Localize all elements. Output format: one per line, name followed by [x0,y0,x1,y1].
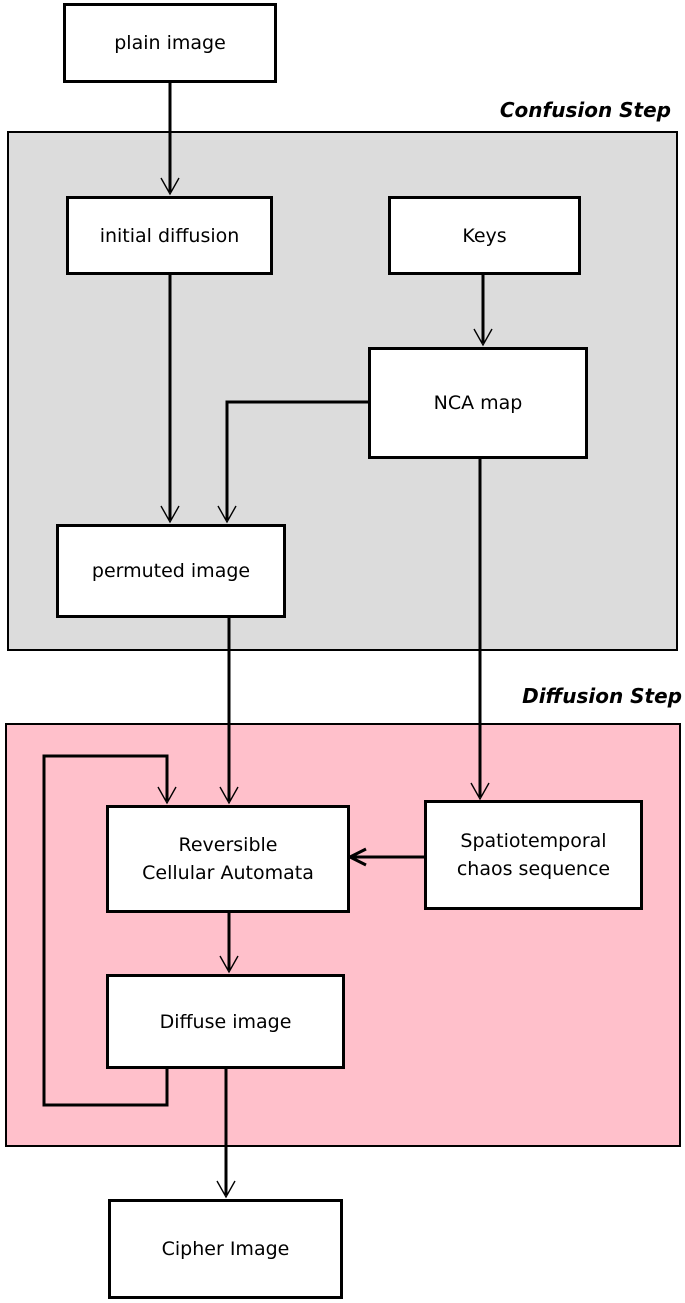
node-keys: Keys [388,196,581,275]
node-keys-label: Keys [462,224,507,247]
node-initial-diffusion-label: initial diffusion [99,224,240,247]
arrowhead-cipher-image [216,1180,236,1199]
node-reversible-cellular-automata: Reversible Cellular Automata [106,805,350,913]
node-nca-map-label: NCA map [433,392,523,414]
node-spatiotemporal-chaos-sequence-label: Spatiotemporal chaos sequence [456,830,611,880]
node-permuted-image: permuted image [56,524,286,618]
node-cipher-image-label: Cipher Image [161,1238,290,1260]
node-diffuse-image: Diffuse image [106,974,345,1069]
node-permuted-image-label: permuted image [91,560,251,582]
node-nca-map: NCA map [368,347,588,459]
diffusion-step-label: Diffusion Step [522,684,682,708]
node-cipher-image: Cipher Image [108,1199,343,1299]
node-reversible-cellular-automata-label: Reversible Cellular Automata [142,834,314,884]
node-diffuse-image-label: Diffuse image [159,1010,292,1033]
node-spatiotemporal-chaos-sequence: Spatiotemporal chaos sequence [424,800,643,910]
diffusion-step-region [5,723,681,1147]
node-plain-image-label: plain image [114,32,226,54]
confusion-step-label: Confusion Step [499,98,671,122]
node-initial-diffusion: initial diffusion [66,196,273,275]
node-plain-image: plain image [63,3,277,83]
